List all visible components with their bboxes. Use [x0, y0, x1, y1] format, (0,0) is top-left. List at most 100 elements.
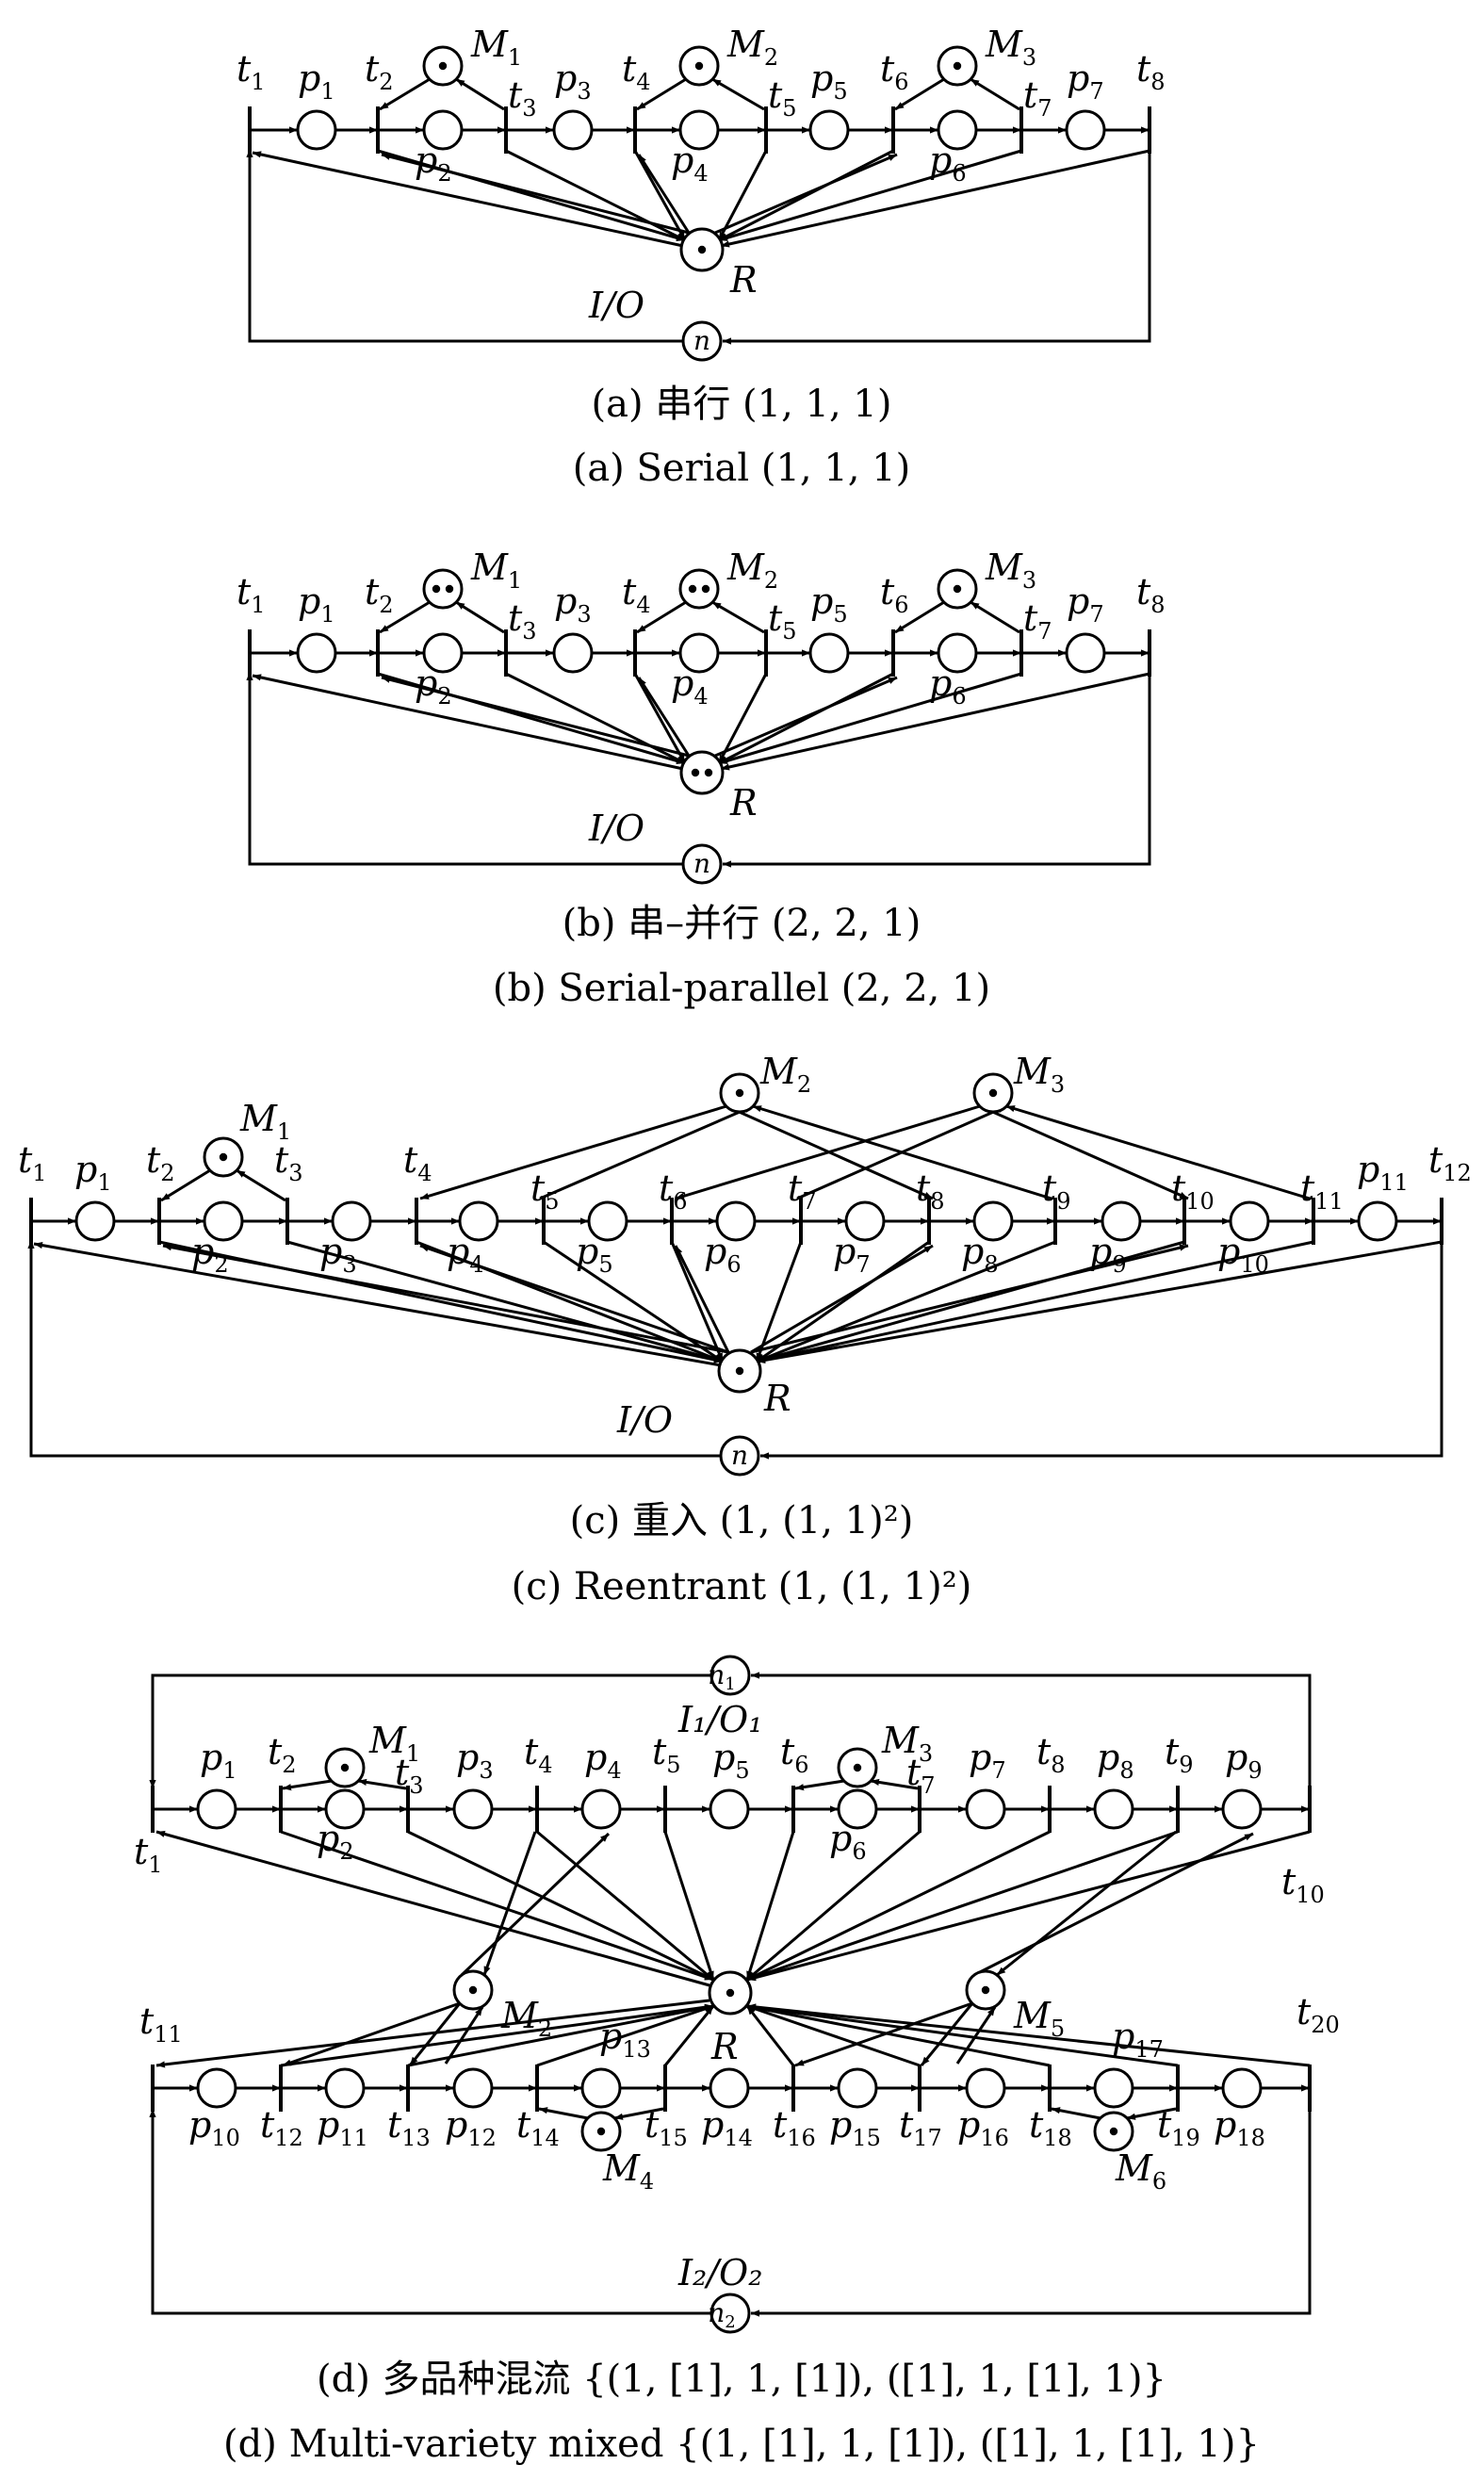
- place-p5: [709, 1788, 750, 1830]
- arc-machine-out: [794, 2001, 973, 2067]
- arc-machine-out: [1051, 2107, 1101, 2120]
- arc-io-out: [27, 1240, 721, 1458]
- label-p18: p18: [1214, 2104, 1265, 2151]
- label-resource: R: [710, 2026, 739, 2067]
- arc-resource-return: [286, 1240, 724, 1363]
- arc-machine-in: [482, 1831, 537, 1976]
- place-p6: [937, 109, 978, 151]
- label-t5: t5: [530, 1167, 560, 1215]
- label-resource: R: [729, 259, 758, 301]
- arc-resource-return: [717, 150, 768, 241]
- arc-resource-return: [536, 2004, 714, 2067]
- place-p2: [422, 109, 464, 151]
- label-t20: t20: [1296, 1991, 1340, 2038]
- arc-resource-return: [718, 149, 894, 242]
- label-p5: p5: [712, 1737, 750, 1784]
- place-p11: [324, 2067, 366, 2109]
- arc-machine-in: [236, 1168, 286, 1202]
- arc-machine-out: [419, 1104, 727, 1200]
- place-p13: [580, 2067, 622, 2109]
- label-p7: p7: [969, 1737, 1006, 1784]
- label-m1: M1: [470, 24, 522, 71]
- label-t3: t3: [274, 1139, 303, 1186]
- arc-resource-return: [745, 2005, 795, 2066]
- label-io: I/O: [616, 1399, 673, 1441]
- arc-machine-in: [444, 2006, 484, 2065]
- place-p18: [1221, 2067, 1263, 2109]
- token: [694, 61, 704, 71]
- label-resource: R: [729, 782, 758, 824]
- place-p10: [1229, 1200, 1270, 1242]
- label-t8: t8: [1036, 1731, 1066, 1778]
- label-t10: t10: [1281, 1861, 1325, 1908]
- label-p4: p4: [671, 662, 709, 710]
- label-m3: M3: [985, 547, 1036, 594]
- arc-resource-return: [756, 1240, 1314, 1363]
- arc-resource-return: [756, 1240, 1056, 1363]
- label-t3: t3: [508, 74, 537, 122]
- arc-machine-in: [613, 2107, 664, 2120]
- arc-resource-allocate: [381, 676, 690, 758]
- label-m6: M6: [1115, 2147, 1166, 2195]
- arc-machine-out: [636, 77, 687, 111]
- arc-machine-in: [970, 77, 1020, 111]
- place-p3: [552, 109, 594, 151]
- label-p7: p7: [1067, 57, 1104, 105]
- arc-io-in: [760, 1221, 1443, 1460]
- caption-a-cn: (a) 串行 (1, 1, 1): [592, 383, 892, 426]
- label-m3: M3: [1013, 1051, 1065, 1098]
- arc-resource-return: [670, 1241, 725, 1363]
- arc-resource-return: [746, 2003, 1179, 2067]
- label-t14: t14: [516, 2104, 560, 2151]
- label-t8: t8: [1136, 571, 1166, 618]
- arc-resource-allocate: [714, 153, 898, 235]
- label-io: I/O: [588, 285, 644, 326]
- io2-place-label: n2: [708, 2297, 736, 2332]
- caption-d-en: (d) Multi-variety mixed {(1, [1], 1, [1]…: [223, 2423, 1260, 2466]
- arc-machine-out: [894, 77, 945, 111]
- caption-d-cn: (d) 多品种混流 {(1, [1], 1, [1]), ([1], 1, [1…: [317, 2358, 1166, 2401]
- label-p2: p2: [191, 1231, 229, 1278]
- label-t10: t10: [1171, 1167, 1215, 1215]
- arc-resource-return: [718, 672, 1022, 765]
- place-p2: [422, 632, 464, 674]
- place-p1: [196, 1788, 237, 1830]
- label-p3: p3: [554, 580, 592, 628]
- label-t9: t9: [1042, 1167, 1071, 1215]
- token: [438, 61, 448, 71]
- token: [688, 584, 697, 594]
- label-p2: p2: [415, 662, 452, 710]
- label-t5: t5: [768, 74, 797, 122]
- place-p2: [324, 1788, 366, 1830]
- label-t3: t3: [508, 597, 537, 645]
- arc-resource-return: [717, 673, 768, 764]
- arc-io2-out: [149, 2109, 711, 2315]
- place-p16: [965, 2067, 1006, 2109]
- label-t1: t1: [236, 571, 266, 618]
- arc-machine-out: [894, 600, 945, 634]
- label-m2: M2: [759, 1051, 811, 1098]
- label-io1: I₁/O₁: [677, 1699, 762, 1740]
- label-p6: p6: [929, 139, 967, 187]
- arc-resource-return: [280, 2003, 714, 2067]
- arc-resource-return: [720, 149, 1150, 248]
- place-p8: [1093, 1788, 1134, 1830]
- label-p6: p6: [929, 662, 967, 710]
- machine-m2: [678, 568, 720, 610]
- place-p2: [203, 1200, 244, 1242]
- label-p6: p6: [829, 1818, 867, 1865]
- label-p3: p3: [554, 57, 592, 105]
- label-p16: p16: [957, 2104, 1009, 2151]
- place-p15: [837, 2067, 878, 2109]
- label-m1: M1: [368, 1720, 420, 1767]
- arc-machine-out: [794, 1779, 845, 1791]
- token: [445, 584, 454, 594]
- arc-io-out: [246, 672, 683, 866]
- place-p9: [1221, 1788, 1263, 1830]
- arc-resource-allocate: [750, 1244, 1189, 1354]
- place-p6: [937, 632, 978, 674]
- label-m3: M3: [881, 1720, 933, 1767]
- label-t17: t17: [899, 2104, 942, 2151]
- token: [691, 768, 700, 777]
- label-t8: t8: [916, 1167, 945, 1215]
